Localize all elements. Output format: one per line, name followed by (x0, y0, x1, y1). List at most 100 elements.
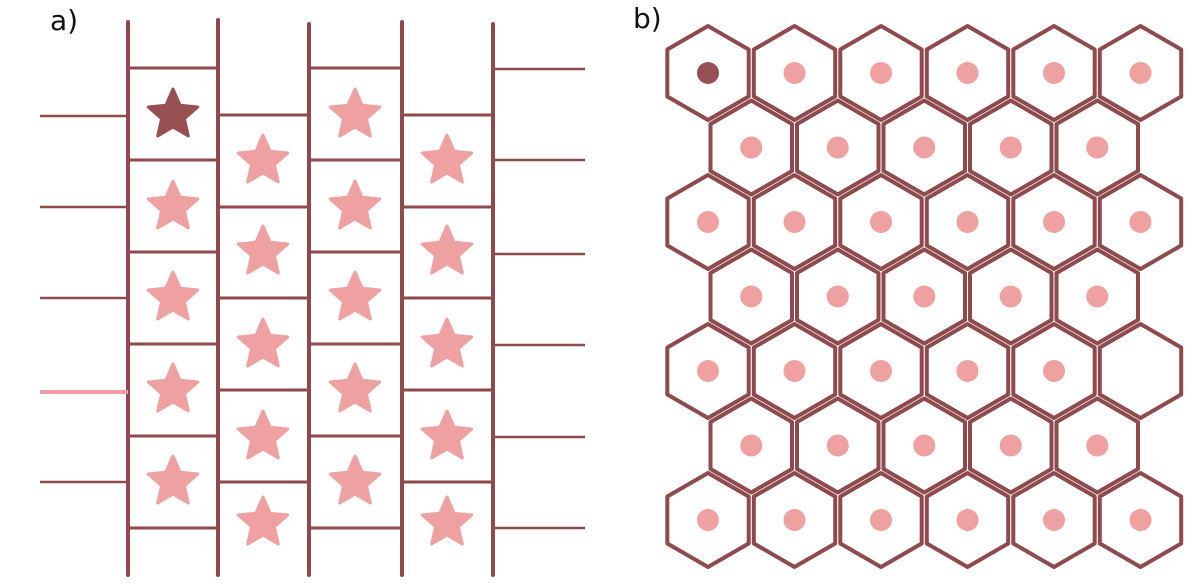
hex-cell (1097, 24, 1184, 122)
dot-icon-highlighted (697, 62, 719, 84)
hex-cell (665, 173, 751, 271)
star-icon (236, 495, 290, 546)
dot-icon (697, 360, 719, 382)
hex-cell (838, 322, 924, 420)
star-icon (236, 409, 290, 460)
hex-cell (795, 247, 881, 346)
hex-cell (795, 98, 881, 197)
star-icon (328, 454, 382, 505)
dot-icon (956, 360, 979, 382)
dot-icon (740, 136, 763, 159)
dot-icon (1043, 211, 1065, 233)
hex-cell (1097, 471, 1184, 569)
hex-cell (795, 396, 881, 495)
hex-cell (751, 471, 838, 569)
dot-icon (999, 285, 1022, 308)
hex-cell (924, 24, 1011, 122)
dot-icon (1043, 360, 1065, 382)
dot-icon (1129, 509, 1152, 531)
hex-cell (751, 173, 838, 271)
star-icon-highlighted (146, 87, 200, 138)
star-icon (328, 87, 382, 138)
hex-cell (1011, 24, 1097, 122)
hex-cell (924, 322, 1011, 420)
hex-cell (708, 98, 794, 197)
dot-icon (913, 136, 936, 159)
hex-cell (708, 396, 794, 495)
panel-a-label: a) (50, 4, 78, 37)
hex-cell (665, 471, 751, 569)
dot-icon (697, 509, 719, 531)
dot-icon (870, 211, 892, 233)
star-icon (328, 362, 382, 413)
star-icon (146, 454, 200, 505)
star-icon (146, 362, 200, 413)
dot-icon (783, 360, 806, 382)
star-icon (236, 317, 290, 368)
hex-cell (881, 247, 967, 346)
dot-icon (1086, 434, 1109, 457)
hex-cell (751, 24, 838, 122)
dot-icon (870, 360, 892, 382)
hex-cell (968, 98, 1054, 197)
dot-icon (1086, 285, 1109, 308)
hex-cell (1054, 396, 1140, 495)
star-icon (420, 495, 474, 546)
panel-b-hexagonal-cells (665, 24, 1184, 569)
dot-icon (999, 434, 1022, 457)
star-icon (328, 179, 382, 230)
dot-icon (826, 285, 849, 308)
dot-icon (870, 509, 892, 531)
star-icon (236, 224, 290, 275)
dot-icon (1043, 62, 1065, 84)
dot-icon (1043, 509, 1065, 531)
hex-cell (1011, 471, 1097, 569)
dot-icon (999, 136, 1022, 159)
panel-b-label: b) (633, 2, 662, 35)
dot-icon (1129, 62, 1152, 84)
star-icon (328, 270, 382, 321)
hex-cell (881, 396, 967, 495)
hex-cell (838, 24, 924, 122)
star-icon (146, 179, 200, 230)
dot-icon (783, 211, 806, 233)
dot-icon (913, 434, 936, 457)
dot-icon (913, 285, 936, 308)
hex-cell (1054, 98, 1140, 197)
star-icon (420, 224, 474, 275)
dot-icon (783, 62, 806, 84)
star-icon (420, 409, 474, 460)
hex-cell (924, 471, 1011, 569)
hex-cell (751, 322, 838, 420)
hex-cell (1011, 322, 1097, 420)
star-icon (236, 133, 290, 184)
hex-cell (1054, 247, 1140, 346)
hex-cell (1097, 322, 1184, 420)
panel-a-rectangular-cells (40, 18, 585, 577)
dot-icon (1129, 211, 1152, 233)
hex-cell (924, 173, 1011, 271)
hex-cell (1011, 173, 1097, 271)
dot-icon (1086, 136, 1109, 159)
dot-icon (870, 62, 892, 84)
star-icon (146, 270, 200, 321)
hex-cell (838, 471, 924, 569)
dot-icon (956, 62, 979, 84)
hex-cell (665, 322, 751, 420)
star-icon (420, 317, 474, 368)
hex-cell (838, 173, 924, 271)
hex-cell (708, 247, 794, 346)
dot-icon (956, 211, 979, 233)
hex-cell (1097, 173, 1184, 271)
hex-cell (968, 247, 1054, 346)
dot-icon (740, 285, 763, 308)
hex-cell (881, 98, 967, 197)
hex-cell (665, 24, 751, 122)
dot-icon (697, 211, 719, 233)
dot-icon (956, 509, 979, 531)
hex-cell (968, 396, 1054, 495)
star-icon (420, 133, 474, 184)
dot-icon (740, 434, 763, 457)
dot-icon (826, 434, 849, 457)
